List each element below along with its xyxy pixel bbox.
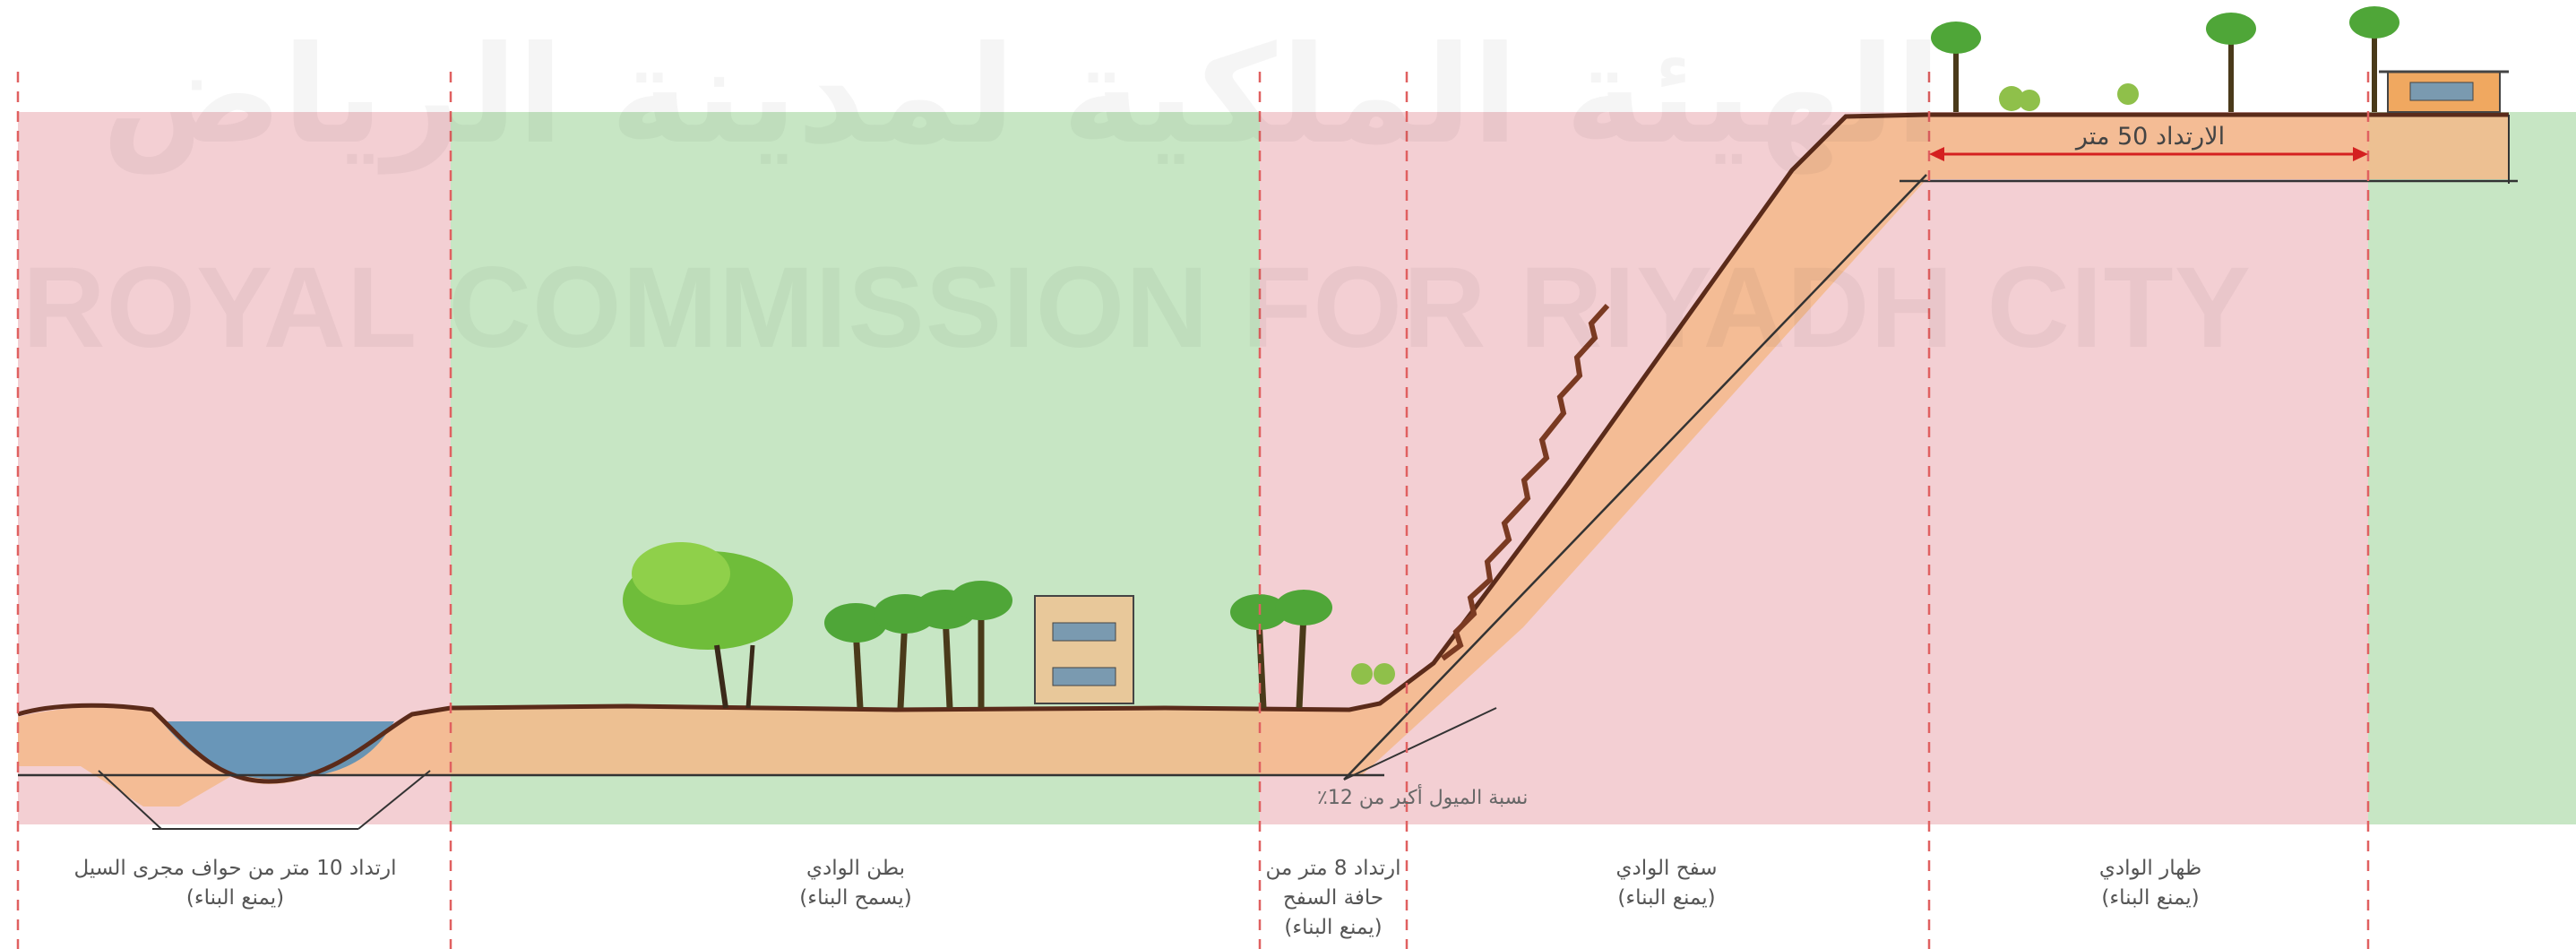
setback-50m-label: الارتداد 50 متر bbox=[2075, 123, 2226, 151]
setback-arrow-50m bbox=[1929, 147, 2368, 161]
zone-label-line: حافة السفح bbox=[1282, 886, 1384, 910]
palm-trees-plateau bbox=[1931, 6, 2399, 112]
slope-rock-texture bbox=[1441, 303, 1610, 661]
villa-wadi-floor bbox=[1034, 595, 1134, 704]
zone-label-slope: سفح الوادي (يمنع البناء) bbox=[1496, 854, 1837, 913]
zone-label-line: بطن الوادي bbox=[806, 857, 905, 880]
channel-guide-right bbox=[358, 770, 431, 830]
zone-label-line: (يمنع البناء) bbox=[1617, 886, 1716, 910]
zone-band-plateau-setback bbox=[1929, 112, 2368, 824]
zone-label-line: (يمنع البناء) bbox=[185, 886, 285, 910]
zone-label-line: ارتداد 10 متر من حواف مجرى السيل bbox=[73, 857, 397, 880]
zone-label-line: ظهار الوادي bbox=[2098, 857, 2202, 880]
zone-label-line: (يسمح البناء) bbox=[799, 886, 912, 910]
tree-cluster-wadi-floor bbox=[623, 542, 793, 709]
channel-guide-left bbox=[98, 770, 162, 830]
zone-band-plateau-build bbox=[2368, 112, 2576, 824]
palm-trees-wadi-floor bbox=[824, 581, 1012, 709]
zone-label-plateau: ظهار الوادي (يمنع البناء) bbox=[1980, 854, 2321, 913]
zone-label-line: (يمنع البناء) bbox=[2101, 886, 2200, 910]
watermark-arabic: الهيئة الملكية لمدينة الرياض bbox=[36, 18, 2007, 174]
slope-base-line bbox=[1343, 174, 1927, 781]
watermark-english: ROYAL COMMISSION FOR RIYADH CITY bbox=[22, 242, 2252, 374]
zone-dividers bbox=[16, 72, 2370, 949]
zone-label-line: ارتداد 8 متر من bbox=[1265, 857, 1401, 880]
zone-label-wadi-floor: بطن الوادي (يسمح البناء) bbox=[681, 854, 1030, 913]
zone-label-line: سفح الوادي bbox=[1615, 857, 1718, 880]
zone-label-channel-setback: ارتداد 10 متر من حواف مجرى السيل (يمنع ا… bbox=[27, 854, 444, 913]
slope-percentage-note: نسبة الميول أكبر من 12٪ bbox=[1317, 787, 1529, 809]
ground-surface-line bbox=[17, 112, 2509, 784]
pavilion-plateau bbox=[2379, 70, 2509, 113]
slope-toe-line bbox=[1343, 707, 1497, 781]
zone-label-line: (يمنع البناء) bbox=[1284, 916, 1383, 939]
zone-label-toe-setback: ارتداد 8 متر من حافة السفح (يمنع البناء) bbox=[1261, 854, 1406, 943]
